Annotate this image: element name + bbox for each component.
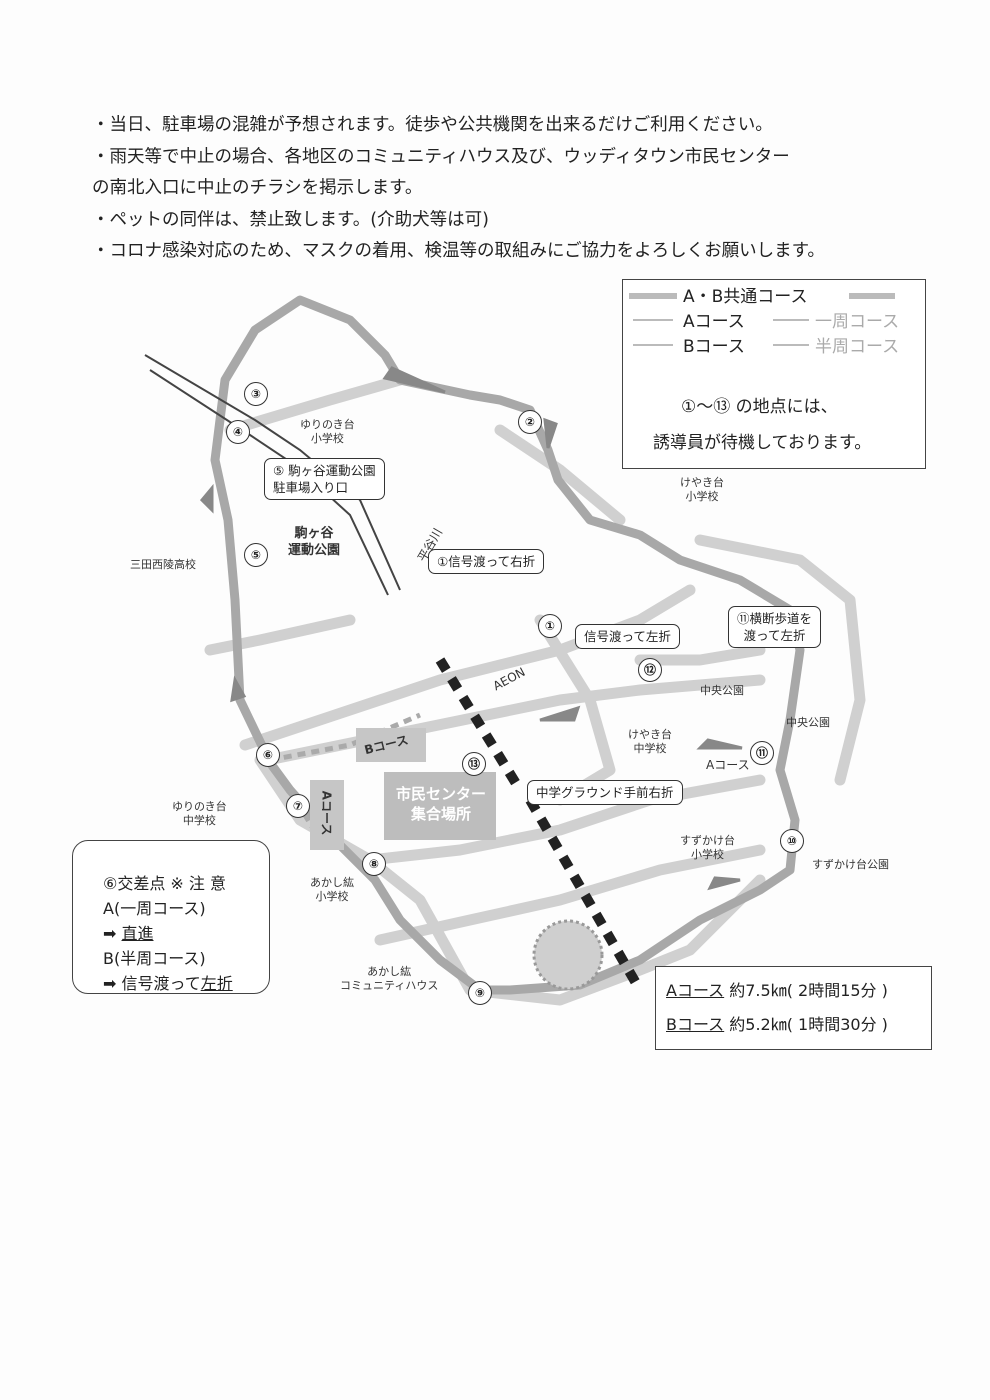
a-course-tag (310, 780, 344, 850)
legend-a-line (633, 319, 673, 321)
route-arrows (199, 366, 743, 891)
railway (435, 657, 645, 993)
legend-common-line (629, 293, 677, 299)
b-course-tag (356, 728, 426, 762)
keyaki-elementary-label: けやき台 小学校 (680, 476, 724, 503)
legend-b-note: 半周コース (815, 337, 900, 357)
turn-left-callout: 信号渡って左折 (575, 624, 680, 649)
a-course-right-label: Aコース (706, 758, 750, 772)
akashia-elementary-label: あかし紘 小学校 (310, 876, 354, 903)
center-area (384, 772, 496, 840)
point-1: ① (538, 614, 562, 638)
point5-callout: ⑤ 駒ヶ谷運動公園 駐車場入り口 (264, 458, 385, 500)
point-10: ⑩ (780, 829, 804, 853)
notice-rain: ・雨天等で中止の場合、各地区のコミュニティハウス及び、ウッディタウン市民センター (92, 146, 790, 167)
chuo-park-label-2: 中央公園 (786, 716, 830, 729)
pond (532, 919, 604, 991)
point-9: ⑨ (468, 981, 492, 1005)
point-4: ④ (226, 420, 250, 444)
point11-callout: ⑪横断歩道を 渡って左折 (728, 606, 822, 648)
a-course-map-label: Aコース (319, 790, 334, 836)
yurinoki-elementary-label: ゆりのき台 小学校 (300, 418, 355, 445)
legend-a-line-2 (773, 319, 809, 321)
point-7: ⑦ (286, 794, 310, 818)
komagatani-park-label: 駒ヶ谷 運動公園 (288, 526, 341, 558)
notice-rain-cont: の南北入口に中止のチラシを掲示します。 (92, 178, 423, 198)
legend-b-line-2 (773, 344, 809, 346)
legend-common: A・B共通コース (683, 287, 808, 307)
intersection6-note: ⑥交差点 ※ 注 意 A(一周コース) ➡ 直進 B(半周コース) ➡ 信号渡っ… (72, 840, 270, 994)
point-2: ② (518, 410, 542, 434)
legend-box: A・B共通コース Aコース 一周コース Bコース 半周コース ①～⑬ の地点には… (622, 279, 926, 469)
chuo-park-label-1: 中央公園 (700, 684, 744, 697)
point-11: ⑪ (750, 741, 774, 765)
point-12: ⑫ (638, 658, 662, 682)
civic-center-label: 市民センター集合場所 (395, 785, 486, 823)
route-map (144, 295, 866, 1006)
point-3: ③ (244, 382, 268, 406)
course-b-distance: Bコース 約5.2㎞( 1時間30分 ) (666, 1015, 888, 1034)
notice-parking: ・当日、駐車場の混雑が予想されます。徒歩や公共機関を出来るだけご利用ください。 (92, 115, 773, 135)
notice-covid: ・コロナ感染対応のため、マスクの着用、検温等の取組みにご協力をよろしくお願いしま… (92, 241, 825, 261)
course-distance-box: Aコース 約7.5㎞( 2時間15分 ) Bコース 約5.2㎞( 1時間30分 … (655, 966, 932, 1050)
akashia-community-house-label: あかし紘 コミュニティハウス (340, 965, 439, 992)
arrow-right-icon: ➡ (103, 924, 117, 943)
point-6: ⑥ (256, 743, 280, 767)
yurinoki-junior-high-label: ゆりのき台 中学校 (172, 800, 227, 827)
suzukake-park-label: すずかけ台公園 (812, 858, 889, 871)
point1-callout: ①信号渡って右折 (428, 549, 545, 574)
legend-a: Aコース (683, 312, 745, 332)
legend-staff-1: ①～⑬ の地点には、 (681, 397, 838, 417)
river-bank-a (144, 354, 401, 591)
legend-b-line (633, 344, 673, 346)
point-13: ⑬ (462, 752, 486, 776)
point-8: ⑧ (362, 852, 386, 876)
notice-list: ・当日、駐車場の混雑が予想されます。徒歩や公共機関を出来るだけご利用ください。 … (92, 110, 952, 268)
legend-common-line-2 (849, 293, 895, 299)
jhs-ground-callout: 中学グラウンド手前右折 (527, 780, 683, 805)
legend-a-note: 一周コース (815, 312, 900, 332)
course-a-distance: Aコース 約7.5㎞( 2時間15分 ) (666, 981, 888, 1000)
intersection6-text: ⑥交差点 ※ 注 意 A(一周コース) ➡ 直進 B(半周コース) ➡ 信号渡っ… (103, 874, 233, 993)
legend-b: Bコース (683, 337, 745, 357)
legend-staff-2: 誘導員が待機しております。 (653, 433, 872, 453)
arrow-right-icon: ➡ (103, 974, 117, 993)
sanda-nishi-highschool-label: 三田西陵高校 (130, 558, 196, 571)
suzukake-elementary-label: すずかけ台 小学校 (680, 834, 735, 861)
point-5: ⑤ (244, 543, 268, 567)
keyaki-junior-high-label: けやき台 中学校 (628, 728, 672, 755)
notice-pets: ・ペットの同伴は、禁止致します。(介助犬等は可) (92, 209, 489, 230)
